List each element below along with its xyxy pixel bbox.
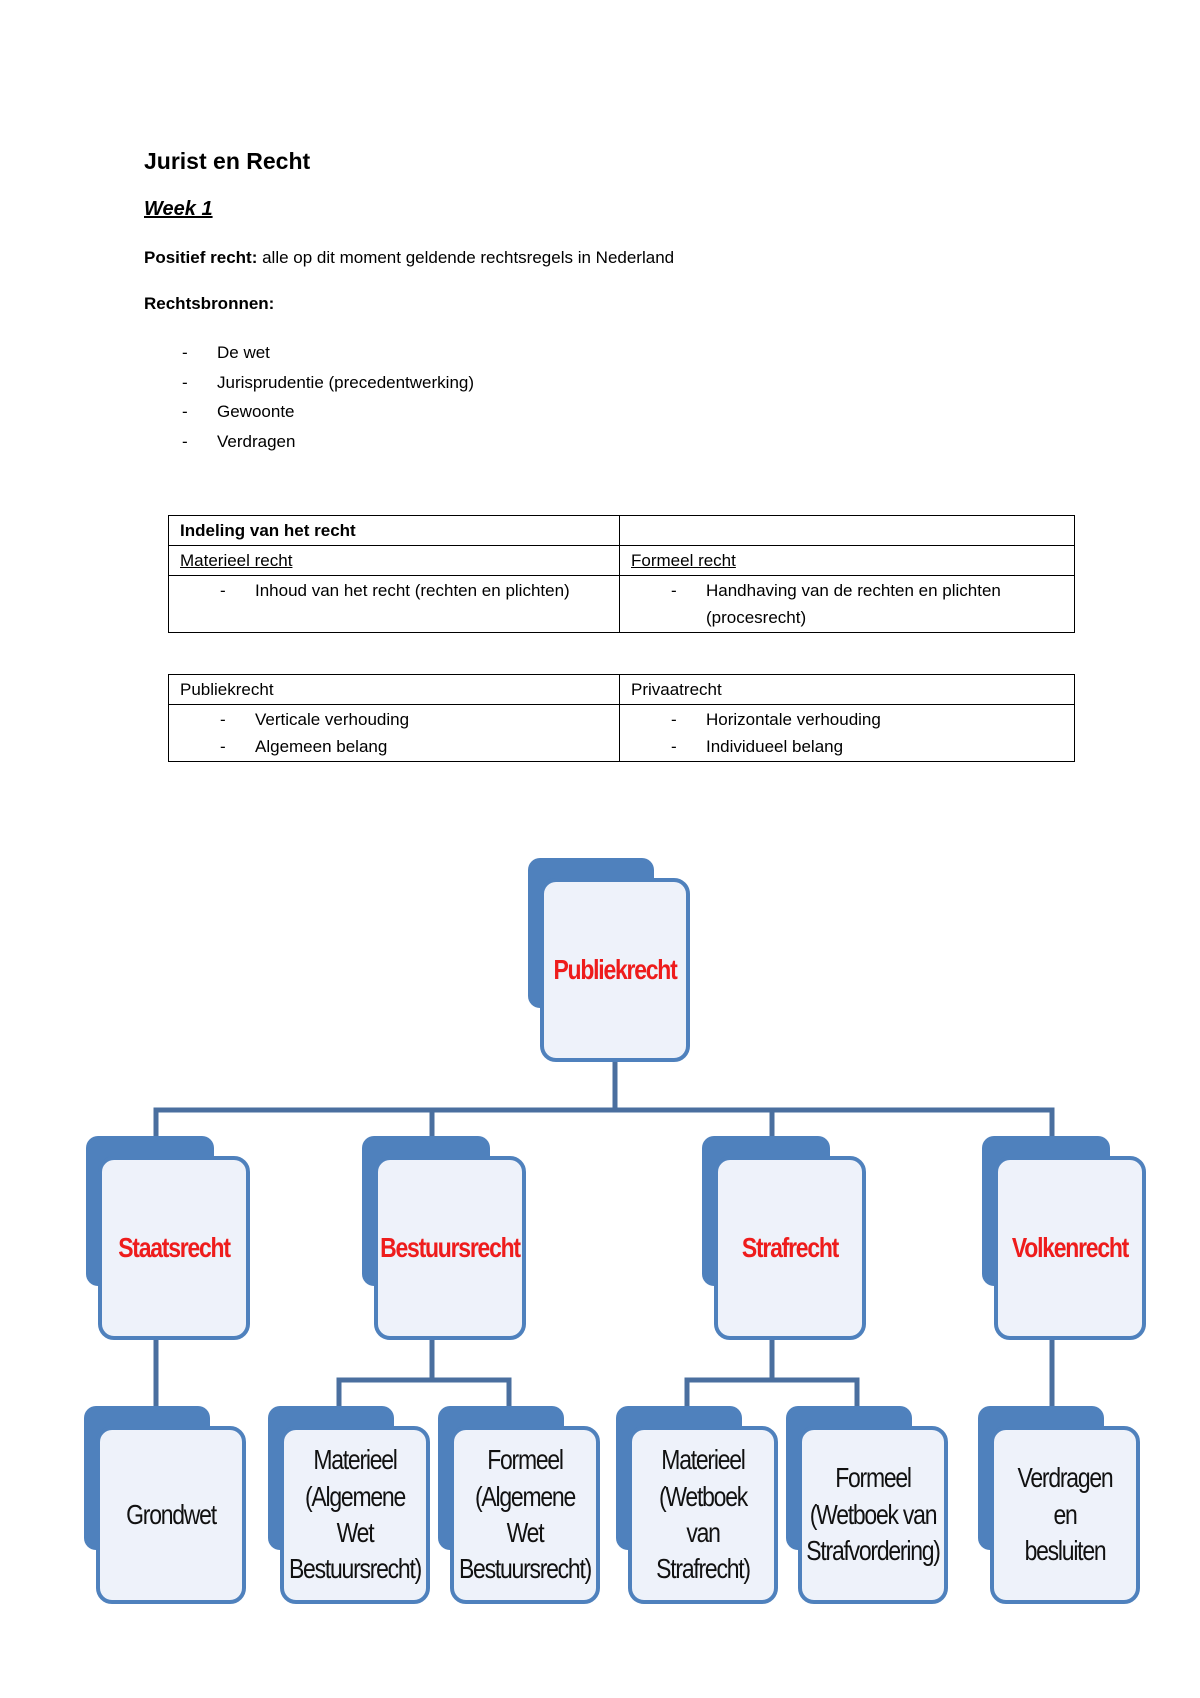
dash-bullet: - [671,581,677,600]
staatsrecht-child-1-node-card [96,1426,246,1604]
definition-line: Positief recht: alle op dit moment gelde… [144,248,674,268]
list-item: -Inhoud van het recht (rechten en plicht… [180,577,608,604]
strafrecht-child-1-node-label: Materieel (Wetboek van Strafrecht) [656,1444,751,1585]
table-header-cell: Indeling van het recht [168,515,620,546]
strafrecht-node-label: Strafrecht [741,1231,839,1263]
materieel-recht-heading: Materieel recht [168,545,620,576]
definition-term: Positief recht: [144,248,258,267]
dash-bullet: - [182,431,188,451]
dash-bullet: - [182,402,188,421]
privaatrecht-cell: -Horizontale verhouding -Individueel bel… [619,704,1075,762]
public-private-table: Publiekrecht Privaatrecht -Verticale ver… [168,674,1075,762]
staatsrecht-child-1-node-label: Grondwet [126,1498,217,1530]
dash-bullet: - [182,372,188,392]
dash-bullet: - [671,710,677,729]
publiekrecht-node-card [540,878,690,1062]
bestuursrecht-child-2-node-card [450,1426,600,1604]
strafrecht-child-2-node-card [798,1426,948,1604]
volkenrecht-node-card [994,1156,1146,1340]
sources-list: -De wet -Jurisprudentie (precedentwerkin… [144,338,474,456]
volkenrecht-child-1-node-label: Verdragen en besluiten [1017,1462,1114,1567]
list-item: -Algemeen belang [180,733,608,760]
volkenrecht-child-1-node-card [990,1426,1140,1604]
bestuursrecht-child-1-node-label: Materieel (Algemene Wet Bestuursrecht) [288,1444,422,1585]
org-chart-connectors [84,858,1146,1604]
list-item: -Individueel belang [631,733,1063,760]
dash-bullet: - [182,343,188,362]
list-item: -De wet [144,338,474,368]
list-item: -Verdragen [144,427,474,457]
definition-text: alle op dit moment geldende rechtsregels… [257,248,675,267]
dash-bullet: - [220,581,226,600]
list-item: -Handhaving van de rechten en plichten (… [631,577,1063,631]
law-division-table: Indeling van het recht Materieel recht F… [168,515,1075,633]
volkenrecht-node-label: Volkenrecht [1011,1231,1129,1263]
publiekrecht-heading: Publiekrecht [168,674,620,705]
strafrecht-node-card [714,1156,866,1340]
document-title: Jurist en Recht [144,148,311,174]
dash-bullet: - [671,737,677,756]
strafrecht-child-1-node-card [628,1426,778,1604]
publiekrecht-node-label: Publiekrecht [553,953,677,985]
dash-bullet: - [220,710,226,729]
strafrecht-child-2-node-label: Formeel (Wetboek van Strafvordering) [806,1462,941,1567]
list-item: -Gewoonte [144,397,474,427]
bestuursrecht-node-card [374,1156,526,1340]
publiekrecht-cell: -Verticale verhouding -Algemeen belang [168,704,620,762]
sources-heading: Rechtsbronnen: [144,294,275,313]
bestuursrecht-child-2-node-label: Formeel (Algemene Wet Bestuursrecht) [458,1444,592,1585]
formeel-recht-cell: -Handhaving van de rechten en plichten (… [619,575,1075,633]
materieel-recht-cell: -Inhoud van het recht (rechten en plicht… [168,575,620,633]
list-item: -Horizontale verhouding [631,706,1063,733]
privaatrecht-heading: Privaatrecht [619,674,1075,705]
bestuursrecht-child-1-node-card [280,1426,430,1604]
staatsrecht-node-card [98,1156,250,1340]
week-heading: Week 1 [144,198,213,220]
dash-bullet: - [220,737,226,756]
staatsrecht-node-label: Staatsrecht [118,1231,231,1263]
formeel-recht-heading: Formeel recht [619,545,1075,576]
bestuursrecht-node-label: Bestuursrecht [380,1231,521,1263]
list-item: -Verticale verhouding [180,706,608,733]
list-item: -Jurisprudentie (precedentwerking) [144,368,474,398]
table-header-cell-empty [619,515,1075,546]
